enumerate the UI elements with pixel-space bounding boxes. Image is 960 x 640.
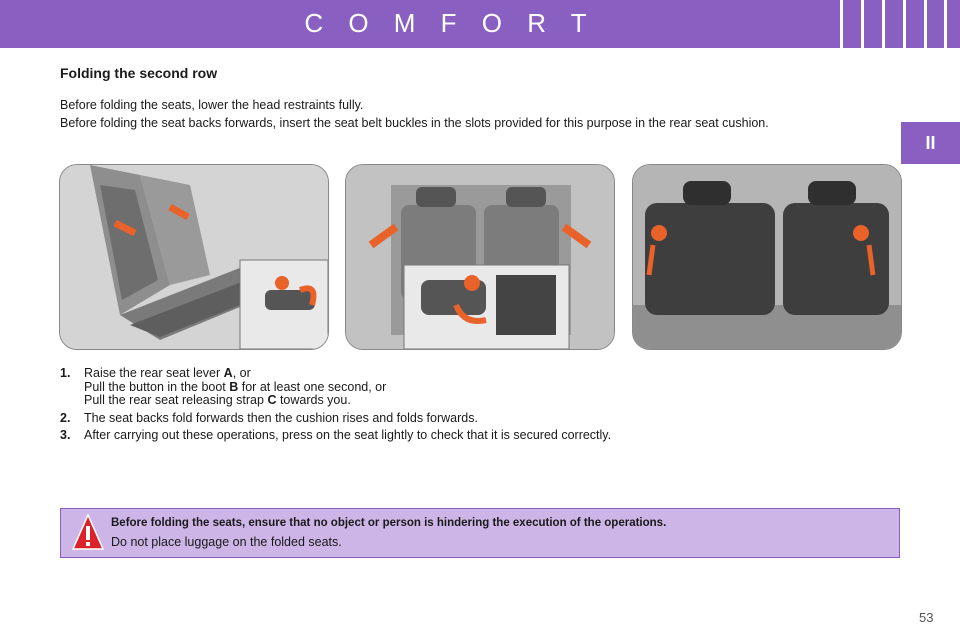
step-3: 3. After carrying out these operations, … xyxy=(60,428,612,443)
header-stripe xyxy=(861,0,864,48)
header-stripe xyxy=(924,0,927,48)
intro-paragraph-1: Before folding the seats, lower the head… xyxy=(60,98,364,112)
step-1: 1. Raise the rear seat lever A, or Pull … xyxy=(60,366,611,408)
page-number: 53 xyxy=(919,610,934,625)
step-1-line-3: Pull the rear seat releasing strap C tow… xyxy=(84,393,351,407)
warning-icon xyxy=(71,513,105,550)
header-stripe xyxy=(882,0,885,48)
step-number: 1. xyxy=(60,366,71,380)
page-header: C O M F O R T xyxy=(0,0,960,48)
figure-seat-lever xyxy=(59,164,329,350)
header-stripe xyxy=(840,0,843,48)
chapter-tab: II xyxy=(901,122,960,164)
figure-seat-strap xyxy=(632,164,902,350)
section-title: Folding the second row xyxy=(60,65,218,81)
seat-rear-illustration xyxy=(633,165,901,349)
step-number: 2. xyxy=(60,410,71,425)
instruction-steps: 1. Raise the rear seat lever A, or Pull … xyxy=(60,366,612,447)
chapter-title: C O M F O R T xyxy=(304,8,596,38)
figure-boot-button xyxy=(345,164,615,350)
step-1-line-2: Pull the button in the boot B for at lea… xyxy=(84,379,387,394)
warning-heading: Before folding the seats, ensure that no… xyxy=(111,517,667,529)
step-number: 3. xyxy=(60,428,71,442)
step-1-line-1: Raise the rear seat lever A, or xyxy=(84,366,251,380)
seat-side-illustration xyxy=(60,165,328,349)
step-2-text: The seat backs fold forwards then the cu… xyxy=(84,410,478,425)
boot-illustration xyxy=(346,165,614,349)
header-stripe xyxy=(944,0,947,48)
step-2: 2. The seat backs fold forwards then the… xyxy=(60,410,611,426)
warning-box: Before folding the seats, ensure that no… xyxy=(60,508,900,558)
header-stripe xyxy=(903,0,906,48)
intro-paragraph-2: Before folding the seat backs forwards, … xyxy=(60,116,769,130)
step-3-text: After carrying out these operations, pre… xyxy=(84,428,612,442)
warning-text: Do not place luggage on the folded seats… xyxy=(111,535,342,549)
